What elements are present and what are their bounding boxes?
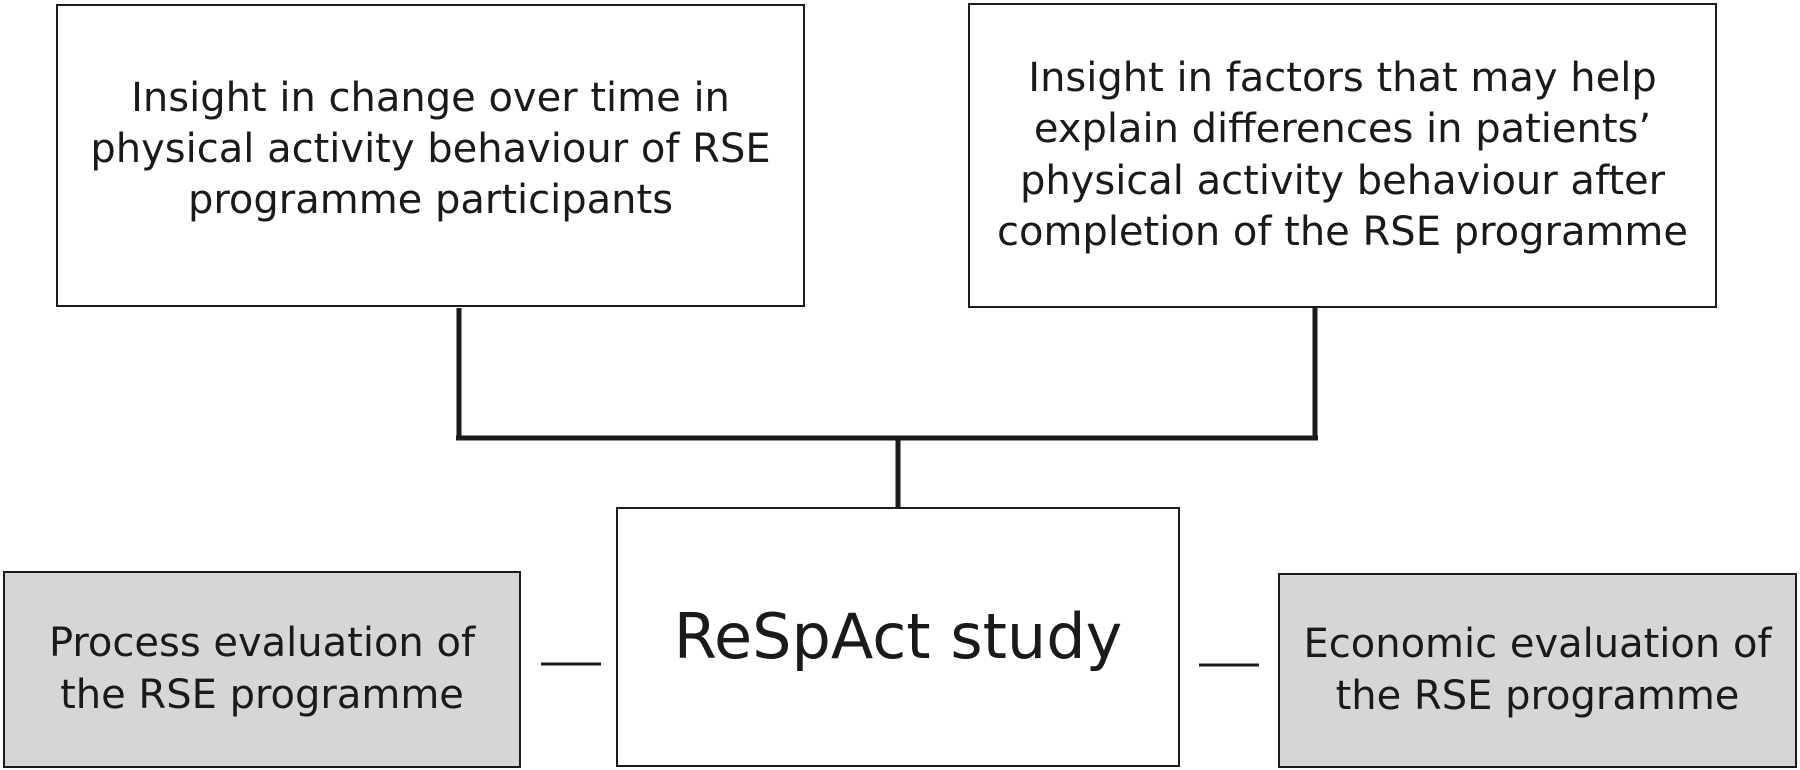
economic-evaluation-box: Economic evaluation of the RSE programme bbox=[1278, 573, 1797, 768]
economic-evaluation-text: Economic evaluation of the RSE programme bbox=[1303, 621, 1772, 719]
change-over-time-text: Insight in change over time in physical … bbox=[90, 74, 771, 224]
respact-study-box: ReSpAct study bbox=[616, 507, 1180, 767]
process-evaluation-text: Process evaluation of the RSE programme bbox=[48, 620, 476, 718]
change-over-time-box: Insight in change over time in physical … bbox=[56, 4, 805, 307]
explaining-factors-text: Insight in factors that may help explain… bbox=[997, 55, 1688, 255]
explaining-factors-box: Insight in factors that may help explain… bbox=[968, 3, 1717, 308]
process-evaluation-box: Process evaluation of the RSE programme bbox=[3, 571, 521, 768]
respact-study-title: ReSpAct study bbox=[673, 600, 1123, 674]
